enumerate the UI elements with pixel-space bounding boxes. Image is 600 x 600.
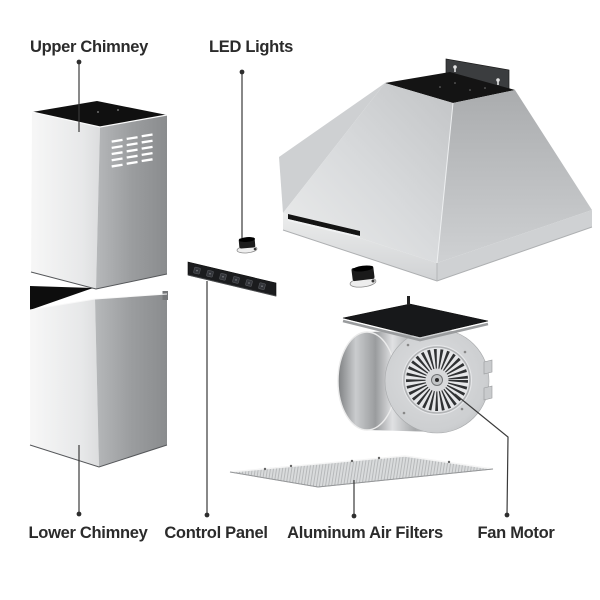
label-upper-chimney: Upper Chimney [29, 38, 149, 56]
leader-control-panel [204, 281, 210, 518]
label-fan-motor: Fan Motor [477, 524, 555, 542]
label-control-panel: Control Panel [164, 524, 268, 542]
leader-lines [76, 59, 510, 519]
leader-upper-chimney [76, 59, 82, 132]
control-buttons [193, 266, 266, 290]
upper-chimney-graphic [30, 101, 168, 290]
led-light-left-graphic [236, 237, 258, 254]
control-panel-graphic [187, 261, 277, 297]
lower-chimney-graphic [29, 286, 168, 468]
led-light-right-graphic [349, 265, 377, 288]
leader-fan-motor [454, 393, 510, 518]
hood-body-graphic [279, 58, 593, 282]
vent-slots [111, 133, 153, 168]
leader-led-lights [239, 69, 245, 238]
label-lower-chimney: Lower Chimney [28, 524, 148, 542]
fan-motor-graphic [337, 296, 493, 434]
air-filter-graphic [229, 455, 494, 488]
leader-air-filters [351, 480, 357, 519]
leader-lower-chimney [76, 445, 82, 517]
label-led-lights: LED Lights [208, 38, 294, 56]
label-aluminum-air-filters: Aluminum Air Filters [287, 524, 443, 542]
